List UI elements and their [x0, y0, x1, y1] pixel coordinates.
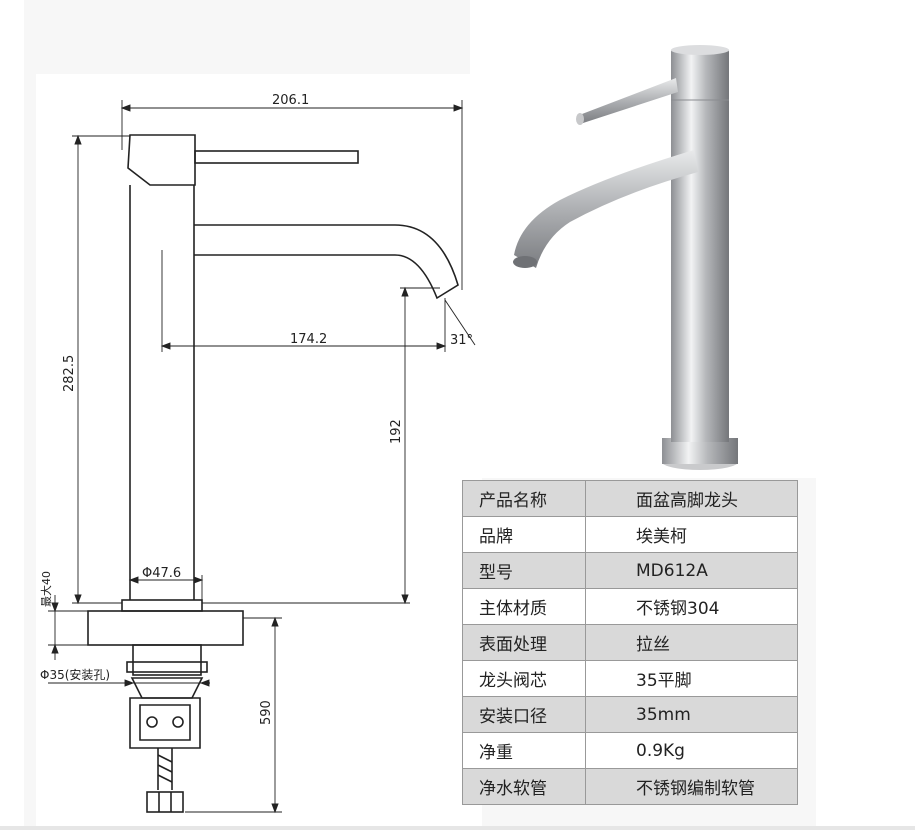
spec-key: 龙头阀芯	[462, 660, 586, 697]
dim-hose-length: 590	[259, 700, 274, 725]
table-row: 产品名称面盆高脚龙头	[462, 480, 798, 517]
table-row: 主体材质不锈钢304	[462, 588, 798, 625]
table-row: 品牌埃美柯	[462, 516, 798, 553]
spec-value: 0.9Kg	[585, 732, 798, 769]
table-row: 表面处理拉丝	[462, 624, 798, 661]
spec-value: 不锈钢304	[585, 588, 798, 625]
spec-value: 拉丝	[585, 624, 798, 661]
spec-value: 埃美柯	[585, 516, 798, 553]
spec-key: 主体材质	[462, 588, 586, 625]
table-row: 净水软管不锈钢编制软管	[462, 768, 798, 805]
spec-key: 安装口径	[462, 696, 586, 733]
spec-value: 面盆高脚龙头	[585, 480, 798, 517]
dim-spout-height: 192	[389, 419, 404, 444]
dim-total-height: 282.5	[62, 355, 77, 392]
dim-install-hole: Φ35(安装孔)	[40, 667, 110, 682]
spec-key: 型号	[462, 552, 586, 589]
spec-key: 净重	[462, 732, 586, 769]
spec-value: 35mm	[585, 696, 798, 733]
spec-value: 不锈钢编制软管	[585, 768, 798, 805]
spec-key: 净水软管	[462, 768, 586, 805]
dim-max-deck: 最大40	[39, 571, 53, 607]
dim-total-width: 206.1	[272, 93, 309, 108]
dim-body-diameter: Φ47.6	[142, 566, 181, 581]
spec-key: 产品名称	[462, 480, 586, 517]
drawing-panel	[36, 74, 482, 826]
bottom-rule	[0, 826, 915, 830]
spec-key: 品牌	[462, 516, 586, 553]
dim-spout-reach: 174.2	[290, 332, 327, 347]
dim-angle: 31°	[450, 333, 473, 348]
spec-value: MD612A	[585, 552, 798, 589]
spec-value: 35平脚	[585, 660, 798, 697]
spec-key: 表面处理	[462, 624, 586, 661]
